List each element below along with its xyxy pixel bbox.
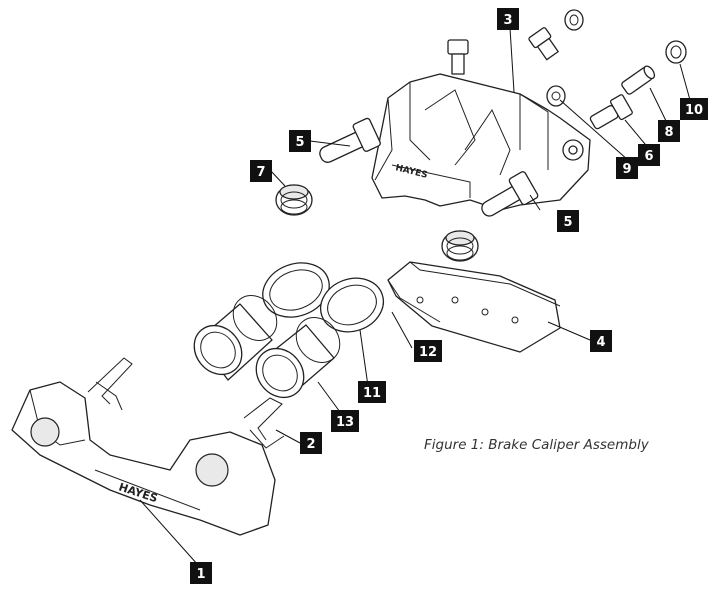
svg-text:5: 5 [563,215,572,230]
seal-ring-11 [319,277,385,333]
svg-text:5: 5 [295,135,304,150]
callout-11: 11 [358,381,386,403]
svg-text:12: 12 [419,345,437,360]
callout-7: 7 [250,160,272,182]
callout-5-upper: 5 [289,130,311,152]
svg-text:3: 3 [503,13,512,28]
seal-ring-12 [262,262,330,318]
svg-text:4: 4 [596,335,605,350]
bleeder-screw [528,27,559,61]
svg-text:8: 8 [664,125,673,140]
anti-rattle-clip-left [87,357,133,411]
brake-pad-4 [387,261,561,353]
guide-pin-5-upper [319,117,381,163]
boot-upper-pad [441,230,479,262]
callout-4: 4 [590,330,612,352]
svg-text:1: 1 [196,567,205,582]
figure-caption: Figure 1: Brake Caliper Assembly [424,437,649,453]
callout-13: 13 [331,410,359,432]
bleeder-cap [564,9,584,31]
svg-text:11: 11 [363,386,381,401]
callout-3: 3 [497,8,519,30]
callout-9: 9 [616,157,638,179]
boot-7 [275,184,313,216]
svg-text:2: 2 [306,437,315,452]
callout-12: 12 [414,340,442,362]
caliper-housing: HAYES [371,73,591,211]
callout-10: 10 [680,98,708,120]
guide-pin-boot-10 [665,40,687,64]
callout-1: 1 [190,562,212,584]
svg-text:6: 6 [644,149,653,164]
svg-text:10: 10 [685,103,703,118]
svg-text:7: 7 [256,165,265,180]
leader-lines [139,27,691,566]
anti-rattle-clip-2 [243,397,285,449]
bleeder-bolt [447,39,469,75]
callout-5-lower: 5 [557,210,579,232]
svg-text:13: 13 [336,415,354,430]
guide-pin-boot-small [546,85,566,107]
callout-8: 8 [658,120,680,142]
piston-13-left [193,295,278,381]
callout-2: 2 [300,432,322,454]
callout-6: 6 [638,144,660,166]
piston-13-right [255,317,341,399]
svg-text:9: 9 [622,162,631,177]
guide-pin-bolt-6 [589,94,633,130]
bushing-8 [621,65,656,95]
caliper-bracket: HAYES [11,381,276,536]
